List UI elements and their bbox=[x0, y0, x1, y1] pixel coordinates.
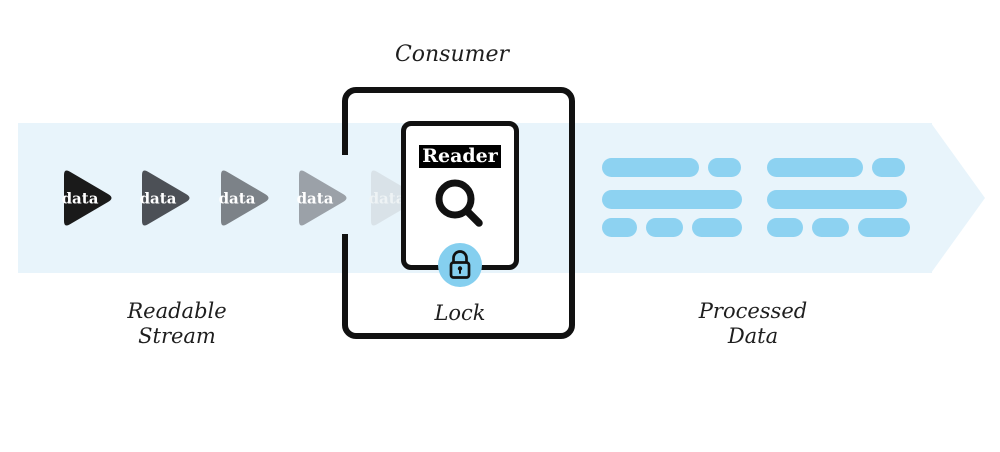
data-pill bbox=[767, 218, 803, 237]
data-packet-triangle: data bbox=[131, 167, 195, 229]
data-packet-label: data bbox=[297, 190, 334, 208]
data-packet-label: data bbox=[219, 190, 256, 208]
pill-row bbox=[602, 158, 742, 177]
data-pill bbox=[858, 218, 910, 237]
data-packet-label: data bbox=[140, 190, 177, 208]
readable-stream-label: Readable Stream bbox=[67, 299, 287, 349]
data-pill bbox=[646, 218, 683, 237]
readable-stream-label-line2: Stream bbox=[138, 324, 216, 348]
data-packet-triangle: data bbox=[53, 167, 117, 229]
pill-row bbox=[767, 218, 910, 237]
data-pill bbox=[767, 158, 863, 177]
data-packet-triangle: data bbox=[288, 167, 352, 229]
data-packet-label: data bbox=[62, 190, 99, 208]
consumer-box-entry-gap bbox=[338, 155, 352, 234]
triangle-icon bbox=[64, 170, 112, 226]
lock-icon bbox=[449, 250, 471, 279]
magnifier-icon bbox=[435, 179, 483, 227]
data-pill bbox=[872, 158, 905, 177]
pill-group bbox=[767, 158, 910, 237]
data-pill bbox=[767, 190, 907, 209]
data-packet-triangle: data bbox=[360, 167, 424, 229]
consumer-label: Consumer bbox=[394, 42, 510, 67]
processed-data-label-line2: Data bbox=[727, 324, 779, 348]
lock-badge bbox=[438, 243, 482, 287]
data-pill bbox=[708, 158, 741, 177]
data-pill bbox=[602, 218, 637, 237]
triangle-icon bbox=[371, 170, 419, 226]
triangle-icon bbox=[221, 170, 269, 226]
processed-data-label: Processed Data bbox=[643, 299, 863, 349]
processed-data-label-line1: Processed bbox=[698, 299, 808, 323]
data-packet-label: data bbox=[369, 190, 406, 208]
flow-band-arrowhead-icon bbox=[931, 123, 985, 273]
data-packet-triangle: data bbox=[210, 167, 274, 229]
data-pill bbox=[692, 218, 742, 237]
triangle-icon bbox=[142, 170, 190, 226]
pill-row bbox=[767, 158, 910, 177]
data-pill bbox=[602, 158, 699, 177]
data-pill bbox=[812, 218, 849, 237]
reader-label: Reader bbox=[419, 145, 501, 168]
pill-row bbox=[602, 190, 742, 209]
data-pill bbox=[602, 190, 742, 209]
pill-row bbox=[767, 190, 910, 209]
triangle-icon bbox=[299, 170, 347, 226]
pill-group bbox=[602, 158, 742, 237]
lock-label: Lock bbox=[434, 301, 486, 325]
pill-row bbox=[602, 218, 742, 237]
readable-stream-label-line1: Readable bbox=[127, 299, 227, 323]
